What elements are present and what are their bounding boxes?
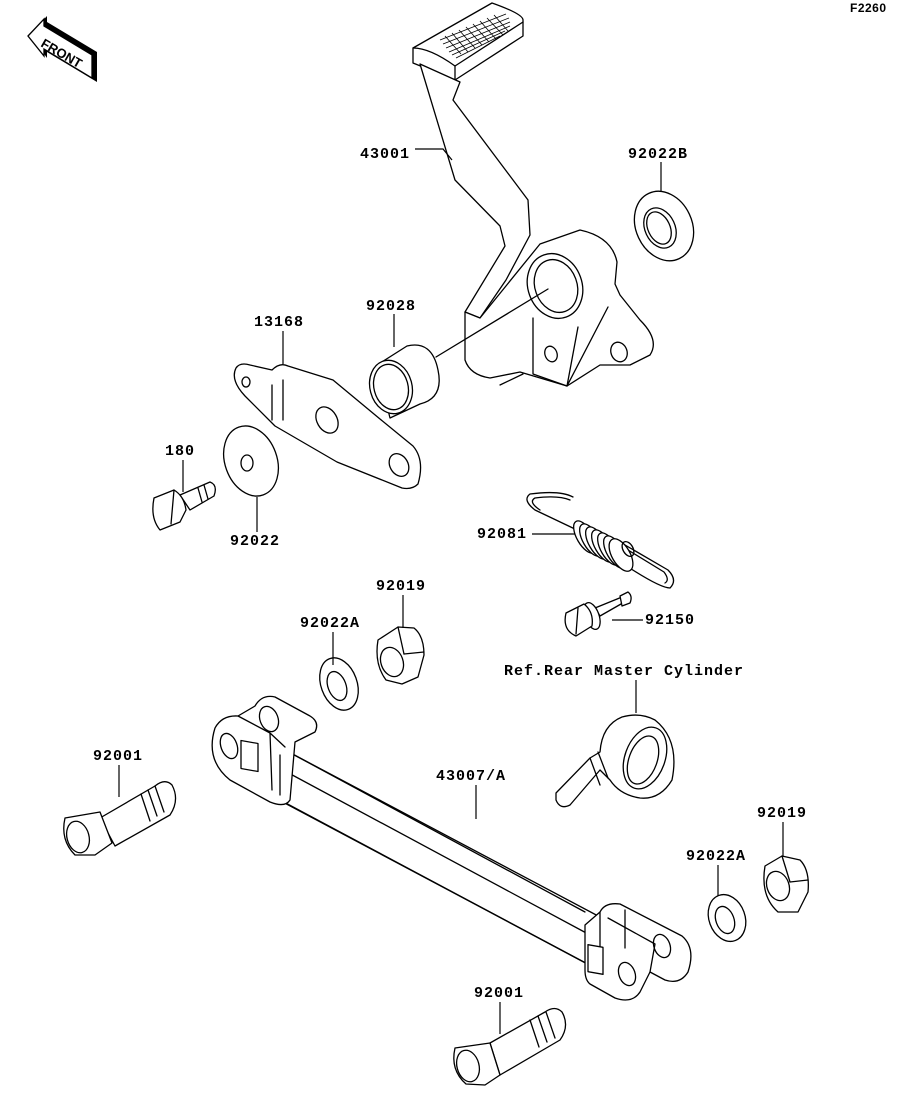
rod-43007a-part[interactable] bbox=[211, 695, 692, 1001]
plate-13168-part[interactable] bbox=[233, 363, 422, 490]
washer-92022a-left-part[interactable] bbox=[313, 652, 365, 715]
part-label-13168[interactable]: 13168 bbox=[254, 314, 304, 331]
collar-92028-part[interactable] bbox=[364, 344, 440, 419]
brake-pedal-part[interactable] bbox=[412, 2, 654, 387]
washer-92022-part[interactable] bbox=[214, 418, 287, 503]
pin-bolt-92150-part[interactable] bbox=[564, 591, 632, 637]
bolt-180-part[interactable] bbox=[152, 481, 216, 531]
front-arrow-icon: FRONT bbox=[27, 16, 97, 82]
washer-92022b-part[interactable] bbox=[623, 182, 704, 271]
bolt-92001-bottom-part[interactable] bbox=[453, 1007, 567, 1086]
nut-92019-right-part[interactable] bbox=[763, 855, 809, 913]
part-label-92001-bottom[interactable]: 92001 bbox=[474, 985, 524, 1002]
reference-note[interactable]: Ref.Rear Master Cylinder bbox=[504, 663, 744, 680]
part-label-92022a-left[interactable]: 92022A bbox=[300, 615, 360, 632]
part-label-92022[interactable]: 92022 bbox=[230, 533, 280, 550]
part-label-92019-left[interactable]: 92019 bbox=[376, 578, 426, 595]
part-label-92150[interactable]: 92150 bbox=[645, 612, 695, 629]
part-label-92081[interactable]: 92081 bbox=[477, 526, 527, 543]
assembly-reference-line bbox=[499, 373, 524, 386]
nut-92019-left-part[interactable] bbox=[376, 626, 425, 685]
pedal-grip-pattern bbox=[439, 13, 511, 59]
part-label-180[interactable]: 180 bbox=[165, 443, 195, 460]
spring-92081-part[interactable] bbox=[526, 491, 675, 589]
part-label-92019-right[interactable]: 92019 bbox=[757, 805, 807, 822]
part-label-92022b[interactable]: 92022B bbox=[628, 146, 688, 163]
part-label-92022a-right[interactable]: 92022A bbox=[686, 848, 746, 865]
master-cylinder-clevis-ref[interactable] bbox=[555, 714, 675, 808]
spring-coils bbox=[572, 520, 635, 572]
part-label-43007a[interactable]: 43007/A bbox=[436, 768, 506, 785]
bolt-92001-left-part[interactable] bbox=[63, 781, 177, 856]
part-label-43001[interactable]: 43001 bbox=[360, 146, 410, 163]
figure-code: F2260 bbox=[850, 1, 887, 15]
washer-92022a-right-part[interactable] bbox=[702, 889, 752, 946]
part-label-92001-left[interactable]: 92001 bbox=[93, 748, 143, 765]
part-label-92028[interactable]: 92028 bbox=[366, 298, 416, 315]
